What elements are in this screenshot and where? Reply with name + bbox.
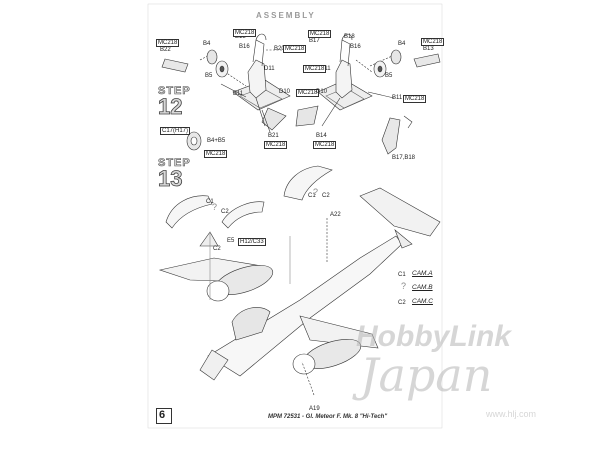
label-b5: B5 <box>205 73 213 79</box>
question-mark: ? <box>401 281 407 291</box>
camo-part: C2 <box>398 300 406 306</box>
gear-leg-b17-b18 <box>381 117 401 155</box>
label-mc218: MC218 <box>204 150 228 158</box>
wheel-b4-right <box>390 49 402 65</box>
canopy-top <box>283 165 333 201</box>
step-13-number: 13 <box>158 166 183 191</box>
label-c2: C2 <box>221 209 229 215</box>
label-h12-c33: H12/C33 <box>238 238 266 246</box>
label-b17: B17 <box>309 38 320 44</box>
label-mc218: MC218 <box>303 65 327 73</box>
label-mc218: MC218 <box>308 30 332 38</box>
camo-part: C1 <box>398 272 406 278</box>
label-b18: B18 <box>235 34 246 40</box>
camo-name: CAM.A <box>412 270 433 277</box>
label-mc218: MC218 <box>264 141 288 149</box>
canopy-c2-left <box>221 201 265 229</box>
label-b22: B22 <box>160 47 171 53</box>
label-c1: C1 <box>308 193 316 199</box>
label-b4: B4 <box>398 41 406 47</box>
label-b11: B11 <box>392 95 403 101</box>
page-border <box>147 3 443 429</box>
label-b13: B13 <box>423 46 434 52</box>
label-b20: B20 <box>274 46 285 52</box>
watermark-url: www.hlj.com <box>486 409 537 419</box>
label-mc218: MC218 <box>403 95 427 103</box>
label-a19: A19 <box>309 406 320 412</box>
label-e5: E5 <box>227 238 235 244</box>
label-mc218: MC218 <box>296 89 320 97</box>
label-c2: C2 <box>322 193 330 199</box>
label-mc218: MC218 <box>421 38 445 46</box>
step-12-number: 12 <box>158 94 183 119</box>
label-b18: B18 <box>344 34 355 40</box>
label-d10: D10 <box>279 89 291 95</box>
footer-caption: MPM 72531 - Gl. Meteor F. Mk. 8 "Hi-Tech… <box>268 414 388 420</box>
label-c17-h17: C17(H17) <box>160 127 191 135</box>
label-c2: C2 <box>213 246 221 252</box>
label-b16: B16 <box>239 44 250 50</box>
label-b17-b18: B17,B18 <box>392 155 416 161</box>
part-e5 <box>199 231 219 247</box>
page-number: 6 <box>159 409 166 421</box>
step-13-word: STEP <box>158 157 191 169</box>
aircraft-meteor <box>158 187 441 381</box>
wheel-b4-left <box>206 49 218 65</box>
assembly-title: ASSEMBLY <box>256 11 316 20</box>
label-b14: B14 <box>316 133 327 139</box>
label-mc218: MC218 <box>233 29 257 37</box>
label-b5: B5 <box>385 73 393 79</box>
seat-assembly-right <box>295 33 395 127</box>
label-mc218: MC218 <box>156 39 180 47</box>
seat-assembly-left <box>199 33 291 133</box>
label-b11: B11 <box>233 91 244 97</box>
watermark-brand: HobbyLink <box>356 320 511 353</box>
label-mc218: MC218 <box>313 141 337 149</box>
camo-name: CAM.B <box>412 284 433 291</box>
label-mc218: MC218 <box>283 45 307 53</box>
watermark-sub: Japan <box>360 348 493 402</box>
part-b22 <box>161 58 189 73</box>
question-mark: ? <box>313 187 319 197</box>
question-mark: ? <box>212 202 218 212</box>
page-number-box <box>156 408 172 424</box>
label-b21: B21 <box>268 133 279 139</box>
part-b13 <box>413 53 441 68</box>
label-b4-b5: B4+B5 <box>207 138 226 144</box>
camo-name: CAM.C <box>412 298 433 305</box>
step-12-word: STEP <box>158 85 191 97</box>
label-c1: C1 <box>206 199 214 205</box>
label-d10: D10 <box>316 89 328 95</box>
label-b4: B4 <box>203 41 211 47</box>
label-d11: D11 <box>264 66 275 72</box>
label-a22: A22 <box>330 212 341 218</box>
label-b16: B16 <box>350 44 361 50</box>
canopy-c1-left <box>165 195 213 229</box>
